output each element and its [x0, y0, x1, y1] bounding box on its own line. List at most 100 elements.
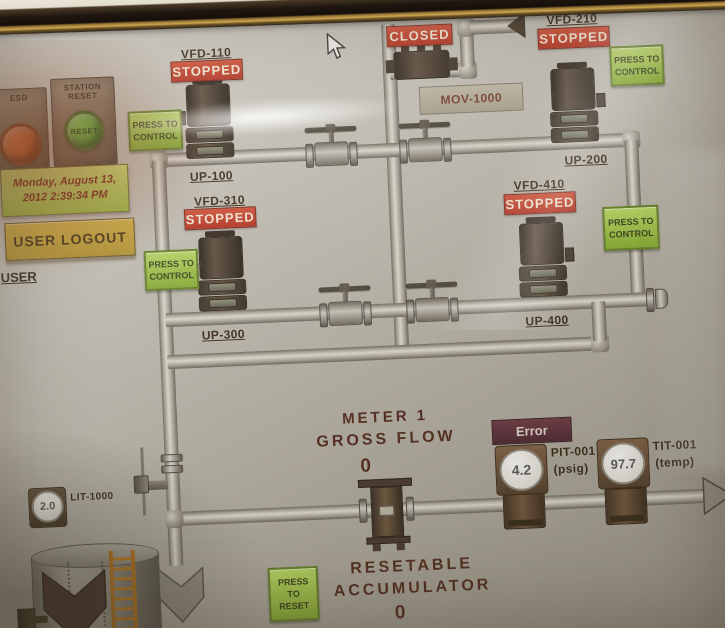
- pump-section: [550, 126, 600, 144]
- accumulator-value: 0: [394, 601, 409, 624]
- pipe-flange: [358, 498, 368, 523]
- pump-window: [528, 268, 558, 279]
- pipe-header-link: [591, 301, 607, 342]
- pump-tab: [596, 92, 606, 108]
- valve-flange: [405, 299, 416, 324]
- tank-ladder: [108, 549, 139, 628]
- valve-flange: [363, 301, 373, 326]
- up200-tag: UP-200: [564, 151, 608, 168]
- pump-window: [208, 282, 237, 293]
- pump-window: [560, 113, 589, 124]
- pump-window: [560, 129, 590, 140]
- press-to-reset-button[interactable]: PRESS TO RESET: [267, 565, 320, 622]
- control-text: CONTROL: [608, 227, 654, 240]
- valve-body: [414, 296, 450, 323]
- down-arrow-to-tank: [157, 566, 205, 623]
- valve-body: [328, 300, 364, 327]
- valve-flange: [399, 139, 409, 164]
- valve-body: [407, 137, 443, 163]
- valve-body: [314, 141, 350, 167]
- pump-section: [519, 280, 568, 298]
- up100-tag: UP-100: [189, 168, 234, 185]
- reset-text: RESET: [279, 600, 310, 612]
- mov-valve-body[interactable]: [393, 49, 451, 81]
- up300-status-badge: STOPPED: [183, 206, 257, 231]
- pump-section: [198, 294, 248, 312]
- pipe-flange: [160, 453, 183, 463]
- mov-valve-tab: [385, 60, 396, 74]
- station-reset-label-line2: RESET: [68, 91, 98, 102]
- esd-button-tile: ESD: [0, 87, 51, 174]
- tank-fitting-arm: [31, 615, 48, 624]
- up200-press-to-control-button[interactable]: PRESS TO CONTROL: [609, 44, 665, 87]
- esd-button[interactable]: [0, 122, 43, 167]
- tit-unit: (temp): [655, 454, 695, 471]
- pump-window: [529, 284, 558, 295]
- mouse-cursor: [326, 32, 347, 59]
- mov-valve-tab: [448, 57, 459, 71]
- gate-valve: [398, 119, 453, 169]
- up300-press-to-control-button[interactable]: PRESS TO CONTROL: [143, 248, 200, 292]
- pipe-flange: [645, 287, 655, 313]
- control-text: CONTROL: [133, 130, 179, 143]
- pump-motor: [185, 83, 232, 128]
- meter-title: METER 1: [341, 406, 429, 428]
- control-text: CONTROL: [614, 65, 660, 78]
- station-reset-button[interactable]: RESET: [63, 109, 106, 152]
- pump-tab: [564, 247, 575, 262]
- pump-motor: [550, 67, 596, 112]
- pipe-end-cap: [654, 288, 669, 309]
- control-text: CONTROL: [149, 269, 195, 282]
- up200-status-badge: STOPPED: [537, 25, 611, 50]
- accumulator-title-line2: ACCUMULATOR: [333, 576, 492, 601]
- station-reset-tile: STATION RESET RESET: [50, 76, 118, 167]
- flow-meter-foot: [396, 543, 405, 551]
- mov-tag-label[interactable]: MOV-1000: [418, 82, 524, 115]
- valve-flange: [449, 297, 459, 322]
- lit-tag: LIT-1000: [70, 490, 114, 504]
- datetime-display: Monday, August 13, 2012 2:39:34 PM: [0, 163, 130, 218]
- esd-label: ESD: [9, 93, 28, 103]
- pump-section: [549, 110, 599, 128]
- up100-press-to-control-button[interactable]: PRESS TO CONTROL: [127, 109, 184, 152]
- pump-up100: [176, 77, 235, 160]
- tit-tag: TIT-001: [652, 437, 698, 454]
- pipe-flange: [160, 464, 184, 474]
- gate-valve: [304, 123, 359, 173]
- pump-window: [196, 145, 225, 156]
- flow-meter-foot: [372, 544, 381, 552]
- valve-flange: [349, 141, 359, 167]
- gate-valve: [405, 278, 459, 328]
- up100-status-badge: STOPPED: [170, 58, 244, 83]
- pit-error-badge: Error: [491, 416, 573, 446]
- tap-valve: [133, 475, 150, 494]
- mov-status-badge: CLOSED: [386, 23, 453, 48]
- up400-press-to-control-button[interactable]: PRESS TO CONTROL: [602, 204, 661, 252]
- reset-button-text: RESET: [70, 125, 99, 136]
- flow-meter-window: [378, 505, 395, 517]
- pump-up400: [517, 216, 575, 298]
- pump-section: [197, 278, 247, 296]
- meter-subtitle: GROSS FLOW: [316, 427, 457, 451]
- up300-tag: UP-300: [201, 326, 246, 343]
- pipe-supply-top: [469, 18, 519, 35]
- pump-window: [195, 129, 224, 140]
- gross-flow-value: 0: [359, 455, 375, 477]
- pump-up200: [548, 61, 606, 144]
- gate-valve: [318, 282, 373, 332]
- pipe-flange: [405, 496, 415, 521]
- valve-flange: [305, 143, 315, 168]
- valve-flange: [442, 137, 453, 162]
- pump-up300: [189, 230, 248, 312]
- pump-section: [518, 264, 568, 282]
- user-logout-button[interactable]: USER LOGOUT: [4, 217, 136, 262]
- logged-in-user: USER: [0, 268, 38, 286]
- up400-status-badge: STOPPED: [503, 191, 577, 216]
- valve-flange: [319, 303, 329, 328]
- up400-tag: UP-400: [525, 312, 569, 329]
- pump-window: [208, 298, 238, 309]
- pump-motor: [518, 221, 565, 266]
- pump-section: [185, 142, 235, 160]
